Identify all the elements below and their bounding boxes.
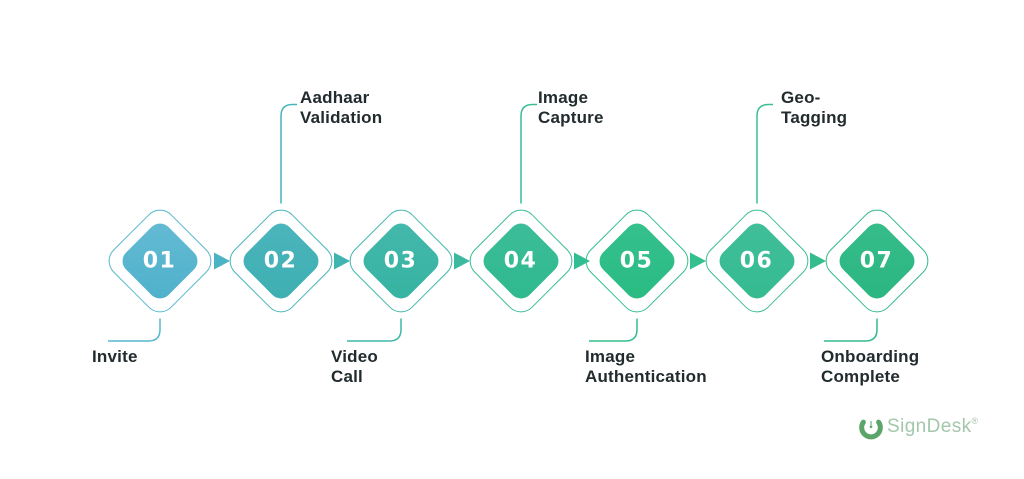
signdesk-pen-hands-icon — [859, 419, 883, 440]
callout-line-video-call — [347, 318, 402, 342]
callout-line-geo-tagging — [756, 103, 773, 204]
registered-mark: ® — [971, 416, 979, 426]
callout-line-invite — [108, 318, 161, 342]
label-onboarding-complete: Onboarding Complete — [821, 347, 920, 386]
callout-line-image-authentication — [589, 318, 638, 342]
label-image-capture: Image Capture — [538, 88, 604, 127]
label-aadhaar-validation: Aadhaar Validation — [300, 88, 383, 127]
step-number: 06 — [740, 248, 774, 274]
callout-line-image-capture — [520, 103, 537, 204]
arrow-right-icon — [334, 252, 350, 270]
label-invite: Invite — [92, 347, 138, 366]
step-number: 07 — [860, 248, 894, 274]
label-image-authentication: Image Authentication — [585, 347, 707, 386]
arrow-right-icon — [214, 252, 230, 270]
arrow-right-icon — [454, 252, 470, 270]
label-geo-tagging: Geo- Tagging — [781, 88, 848, 127]
callout-line-onboarding-complete — [824, 318, 878, 342]
step-number: 02 — [264, 248, 298, 274]
arrow-right-icon — [574, 252, 590, 270]
label-video-call: Video Call — [331, 347, 378, 386]
callout-line-aadhaar-validation — [280, 103, 297, 204]
step-number: 03 — [384, 248, 418, 274]
step-number: 01 — [143, 248, 177, 274]
brand-name: SignDesk® — [887, 416, 979, 437]
step-number: 05 — [620, 248, 654, 274]
arrow-right-icon — [810, 252, 826, 270]
arrow-right-icon — [690, 252, 706, 270]
step-number: 04 — [504, 248, 538, 274]
signdesk-logo: SignDesk® — [858, 414, 979, 440]
